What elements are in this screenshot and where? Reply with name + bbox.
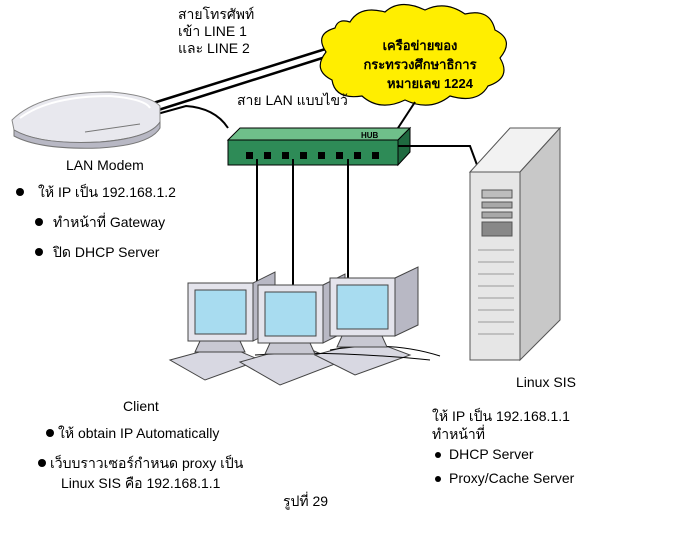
hub-label: HUB [361, 131, 379, 140]
modem-bullet-3-text: ปิด DHCP Server [53, 244, 160, 260]
modem-title: LAN Modem [66, 157, 144, 173]
client-bullet-1: ให้ obtain IP Automatically [46, 425, 219, 442]
server-bullet-2: Proxy/Cache Server [435, 470, 574, 487]
phone-line-label-1: สายโทรศัพท์ [178, 6, 255, 22]
ministry-network-cloud [319, 3, 507, 106]
bullet-icon [35, 248, 43, 256]
phone-lines [149, 44, 336, 114]
client-bullet-1-text: ให้ obtain IP Automatically [58, 425, 220, 441]
modem-bullet-1-text: ให้ IP เป็น 192.168.1.2 [38, 184, 176, 200]
client-monitors [187, 266, 419, 355]
server-ip: ให้ IP เป็น 192.168.1.1 [432, 408, 570, 424]
server-title: Linux SIS [516, 374, 576, 390]
cloud-label-line-2: กระทรวงศึกษาธิการ [363, 57, 477, 72]
server-role-label: ทำหน้าที่ [432, 426, 485, 442]
client-cables [256, 159, 349, 292]
keyboards [168, 339, 441, 386]
crossover-cable [149, 104, 229, 129]
linux-server [468, 126, 562, 362]
client-bullet-2: เว็บบราวเซอร์กำหนด proxy เป็น [38, 455, 243, 472]
cloud-label-line-3: หมายเลข 1224 [387, 76, 473, 91]
lan-modem [11, 91, 161, 149]
cloud-label: เครือข่ายของ กระทรวงศึกษาธิการ หมายเลข 1… [340, 36, 500, 93]
figure-caption: รูปที่ 29 [283, 493, 329, 509]
bullet-icon [16, 188, 24, 196]
client-bullet-2-continuation: Linux SIS คือ 192.168.1.1 [61, 475, 221, 491]
modem-bullet-2: ทำหน้าที่ Gateway [35, 214, 165, 231]
phone-line-label-3: และ LINE 2 [178, 40, 250, 56]
bullet-icon [46, 429, 54, 437]
bullet-icon [435, 476, 441, 482]
bullet-icon [435, 452, 441, 458]
modem-bullet-2-text: ทำหน้าที่ Gateway [53, 214, 166, 230]
server-bullet-1: DHCP Server [435, 446, 534, 463]
phone-line-label: สายโทรศัพท์ เข้า LINE 1 และ LINE 2 [178, 6, 254, 57]
modem-bullet-1: ให้ IP เป็น 192.168.1.2 [16, 184, 176, 201]
network-hub [226, 126, 412, 167]
cloud-hub-link [397, 101, 416, 129]
bullet-icon [35, 218, 43, 226]
server-bullet-1-text: DHCP Server [449, 446, 534, 462]
server-bullet-2-text: Proxy/Cache Server [449, 470, 575, 486]
bullet-icon [38, 459, 46, 467]
client-title: Client [123, 398, 159, 414]
modem-bullet-3: ปิด DHCP Server [35, 244, 159, 261]
cloud-label-line-1: เครือข่ายของ [382, 38, 458, 53]
phone-line-label-2: เข้า LINE 1 [178, 23, 247, 39]
crossover-cable-label: สาย LAN แบบไขว้ [237, 92, 348, 108]
client-bullet-2-text: เว็บบราวเซอร์กำหนด proxy เป็น [50, 455, 244, 471]
